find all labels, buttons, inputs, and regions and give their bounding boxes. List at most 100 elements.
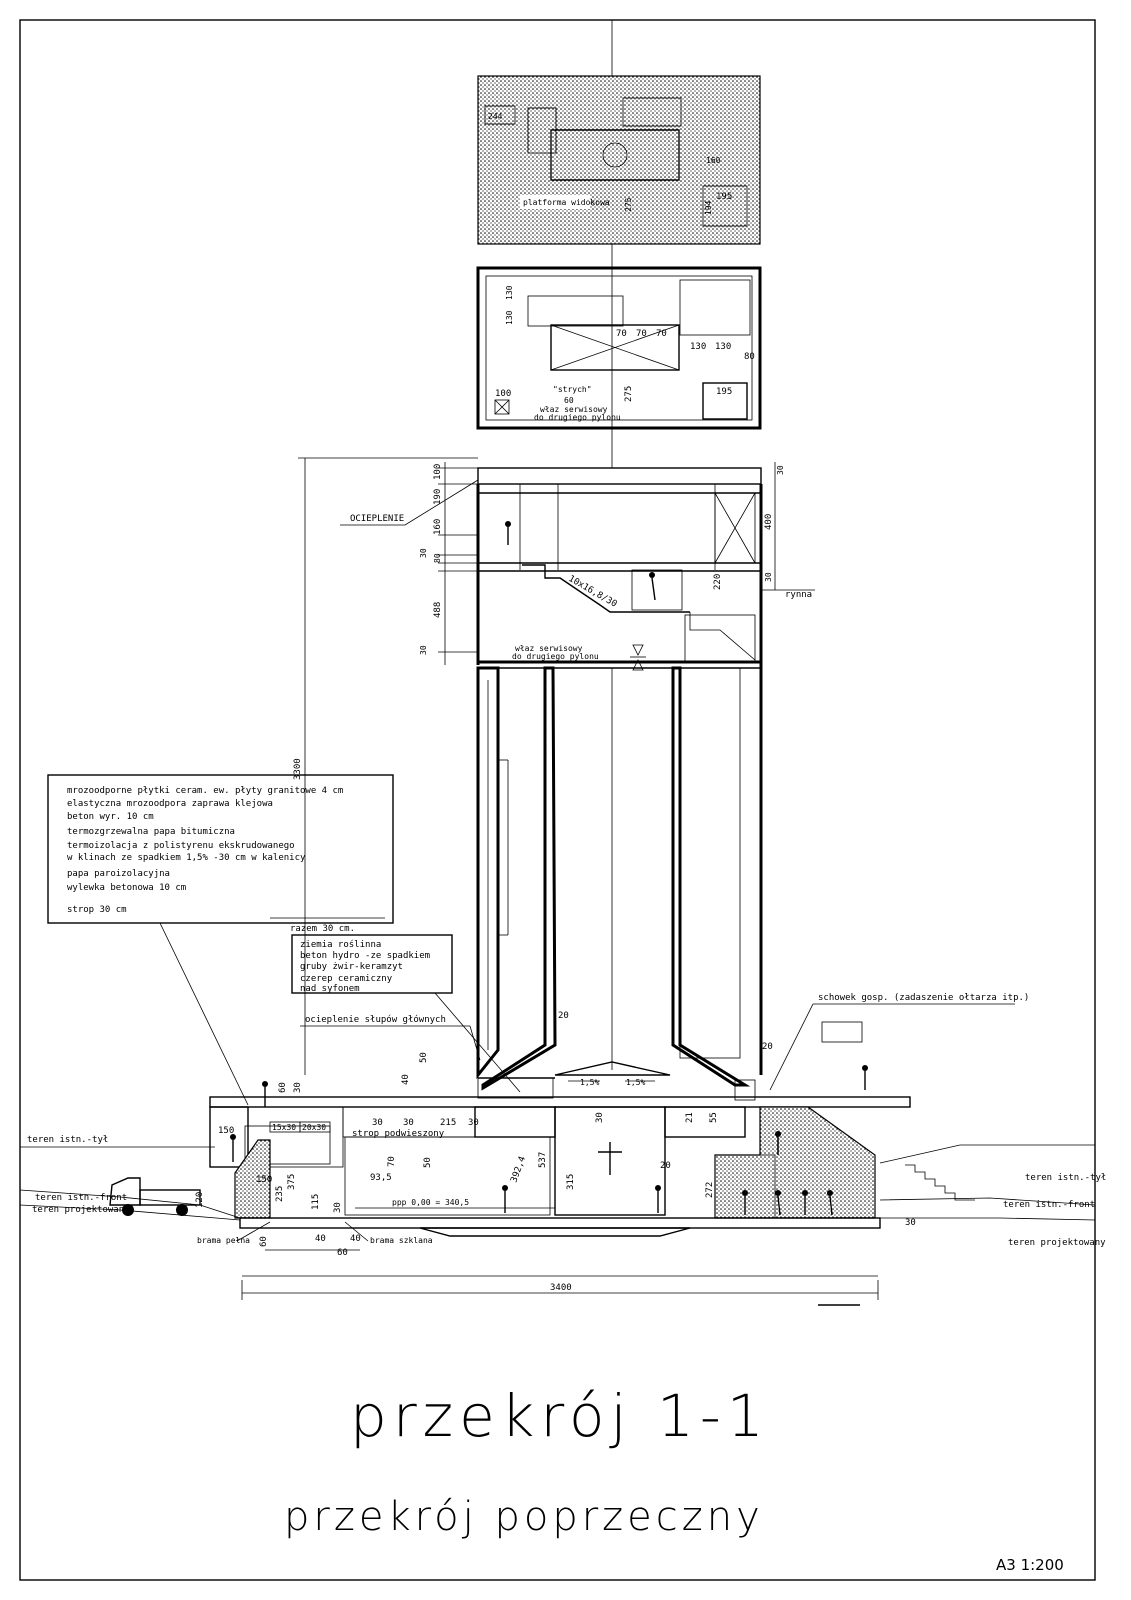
roof-layer: papa paroizolacyjna — [67, 869, 170, 879]
service-hatch-label: właz serwisowy — [515, 644, 583, 653]
roof-plan-dim: 195 — [716, 192, 732, 202]
people-figures — [230, 521, 868, 1216]
base-dim: 40 — [401, 1074, 411, 1085]
insulation-callout: OCIEPLENIE — [340, 479, 479, 526]
slope-label-right: 1,5% — [626, 1078, 645, 1087]
base-dim: 272 — [705, 1182, 715, 1198]
tower-section: 10x16,8/30 właz serwisowy do drugiego py… — [476, 467, 763, 1091]
attic-dim: 130 — [715, 342, 731, 352]
green-layer: gruby żwir-keramzyt — [300, 962, 403, 972]
tower-dim-left: 30 — [419, 645, 428, 655]
base-dim: 40 — [350, 1234, 361, 1244]
roof-layer: elastyczna mrozoodpora zaprawa klejowa — [67, 799, 273, 809]
gutter-callout: rynna — [761, 589, 815, 600]
attic-dim: 100 — [495, 389, 511, 399]
attic-dim: 70 — [616, 329, 627, 339]
column-insulation-label: ocieplenie słupów głównych — [305, 1014, 446, 1025]
roof-plan-dim: 160 — [706, 156, 721, 165]
truck-icon — [109, 1177, 201, 1216]
base-dim: 50 — [419, 1052, 429, 1063]
person-icon — [502, 1185, 508, 1213]
person-icon — [802, 1190, 808, 1215]
roof-layer: beton wyr. 10 cm — [67, 812, 154, 822]
overall-height-label: 3300 — [293, 758, 303, 780]
green-layer: beton hydro -ze spadkiem — [300, 951, 430, 961]
base-dim: 150 — [256, 1175, 272, 1185]
wall-dim: 20 — [558, 1011, 569, 1021]
attic-area: 60 — [564, 396, 574, 405]
attic-dim: 70 — [636, 329, 647, 339]
attic-service-label: do drugiego pylonu — [534, 413, 621, 422]
roof-plan-dim: 194 — [704, 200, 713, 215]
person-icon — [655, 1185, 661, 1213]
overall-height-dim: 3300 — [293, 457, 478, 1075]
base-dim: 30 — [595, 1112, 605, 1123]
storage-callout: schowek gosp. (zadaszenie ołtarza itp.) — [769, 993, 1029, 1091]
roof-layer: mrozoodporne płytki ceram. ew. płyty gra… — [67, 786, 343, 796]
base-dim: 30 — [403, 1118, 414, 1128]
base-dim: 30 — [333, 1202, 343, 1213]
sheet-border — [19, 19, 1096, 1581]
tower-dim-left: 488 — [433, 602, 443, 618]
attic-dim: 195 — [716, 387, 732, 397]
terrain-label: teren istn.-tył — [1025, 1173, 1106, 1183]
tower-dim-left: 80 — [433, 553, 442, 563]
base-dim: 235 — [275, 1186, 285, 1202]
overall-width-label: 3400 — [550, 1283, 572, 1293]
gate-full-label: brama pełna — [197, 1236, 250, 1245]
overall-width-dim: 3400 — [241, 1275, 879, 1306]
green-layer: ziemia roślinna — [300, 939, 381, 950]
base-dim: 537 — [538, 1152, 548, 1168]
roof-layer: w klinach ze spadkiem 1,5% -30 cm w kale… — [67, 853, 306, 863]
tower-dim-right: 400 — [764, 514, 774, 530]
attic-dim: 130 — [505, 285, 514, 300]
base-dim: 30 — [468, 1118, 479, 1128]
gutter-label: rynna — [785, 590, 812, 600]
base-dim: 215 — [440, 1118, 456, 1128]
tower-dim-left: 160 — [433, 519, 443, 535]
person-icon — [742, 1190, 748, 1215]
small-box-label: 20x30 — [302, 1123, 326, 1132]
base-dim: 392,4 — [509, 1155, 528, 1184]
stairs-label: 10x16,8/30 — [567, 574, 619, 610]
base-dim: 315 — [566, 1174, 576, 1190]
slope-label-left: 1,5% — [580, 1078, 599, 1087]
base-dim: 55 — [709, 1112, 719, 1123]
green-layer: czerep ceramiczny — [300, 974, 393, 984]
person-icon — [649, 572, 656, 601]
person-icon — [775, 1190, 781, 1216]
attic-dim: 275 — [624, 386, 634, 402]
roof-layer: wylewka betonowa 10 cm — [67, 883, 186, 893]
roof-layer: termoizolacja z polistyrenu ekskrudowane… — [67, 841, 295, 851]
base-dim: 70 — [387, 1156, 397, 1167]
base-dims-left: 150 150 70 93,5 235 375 115 120 60 40 40… — [195, 1126, 397, 1258]
tower-dim-left: 190 — [433, 489, 443, 505]
base-dim: 30 — [372, 1118, 383, 1128]
insulation-label: OCIEPLENIE — [350, 514, 404, 524]
scale-label: A3 1:200 — [996, 1556, 1064, 1574]
attic-dim: 130 — [690, 342, 706, 352]
green-roof-build-up-box: ziemia roślinna beton hydro -ze spadkiem… — [291, 934, 521, 1093]
person-icon — [505, 521, 511, 545]
terrain-label: teren istn.-front — [35, 1193, 127, 1203]
sub-title: przekrój poprzeczny — [284, 1494, 764, 1540]
green-layer: nad syfonem — [300, 984, 360, 994]
roof-build-up-box: mrozoodporne płytki ceram. ew. płyty gra… — [47, 774, 394, 1106]
base-dim: 150 — [218, 1126, 234, 1136]
roof-layer: strop 30 cm — [67, 905, 127, 915]
person-icon — [230, 1134, 236, 1162]
person-icon — [862, 1065, 868, 1090]
wall-dim: 20 — [762, 1042, 773, 1052]
terrain-label: teren projektowany — [1008, 1238, 1106, 1248]
tower-dim-right: 30 — [764, 572, 773, 582]
base-dim: 60 — [278, 1082, 288, 1093]
roof-plan-dim: 275 — [624, 197, 633, 212]
base-dim: 375 — [287, 1174, 297, 1190]
tower-dims-right: 30 400 30 220 — [713, 462, 785, 590]
attic-dim: 130 — [505, 310, 514, 325]
base-dim: 93,5 — [370, 1173, 392, 1183]
person-icon — [262, 1081, 268, 1107]
base-section: ppp 0,00 = 340,5 1,5% 1,5% strop podwies… — [197, 1042, 911, 1245]
attic-dim: 80 — [744, 352, 755, 362]
tower-dim-right: 30 — [776, 465, 785, 475]
